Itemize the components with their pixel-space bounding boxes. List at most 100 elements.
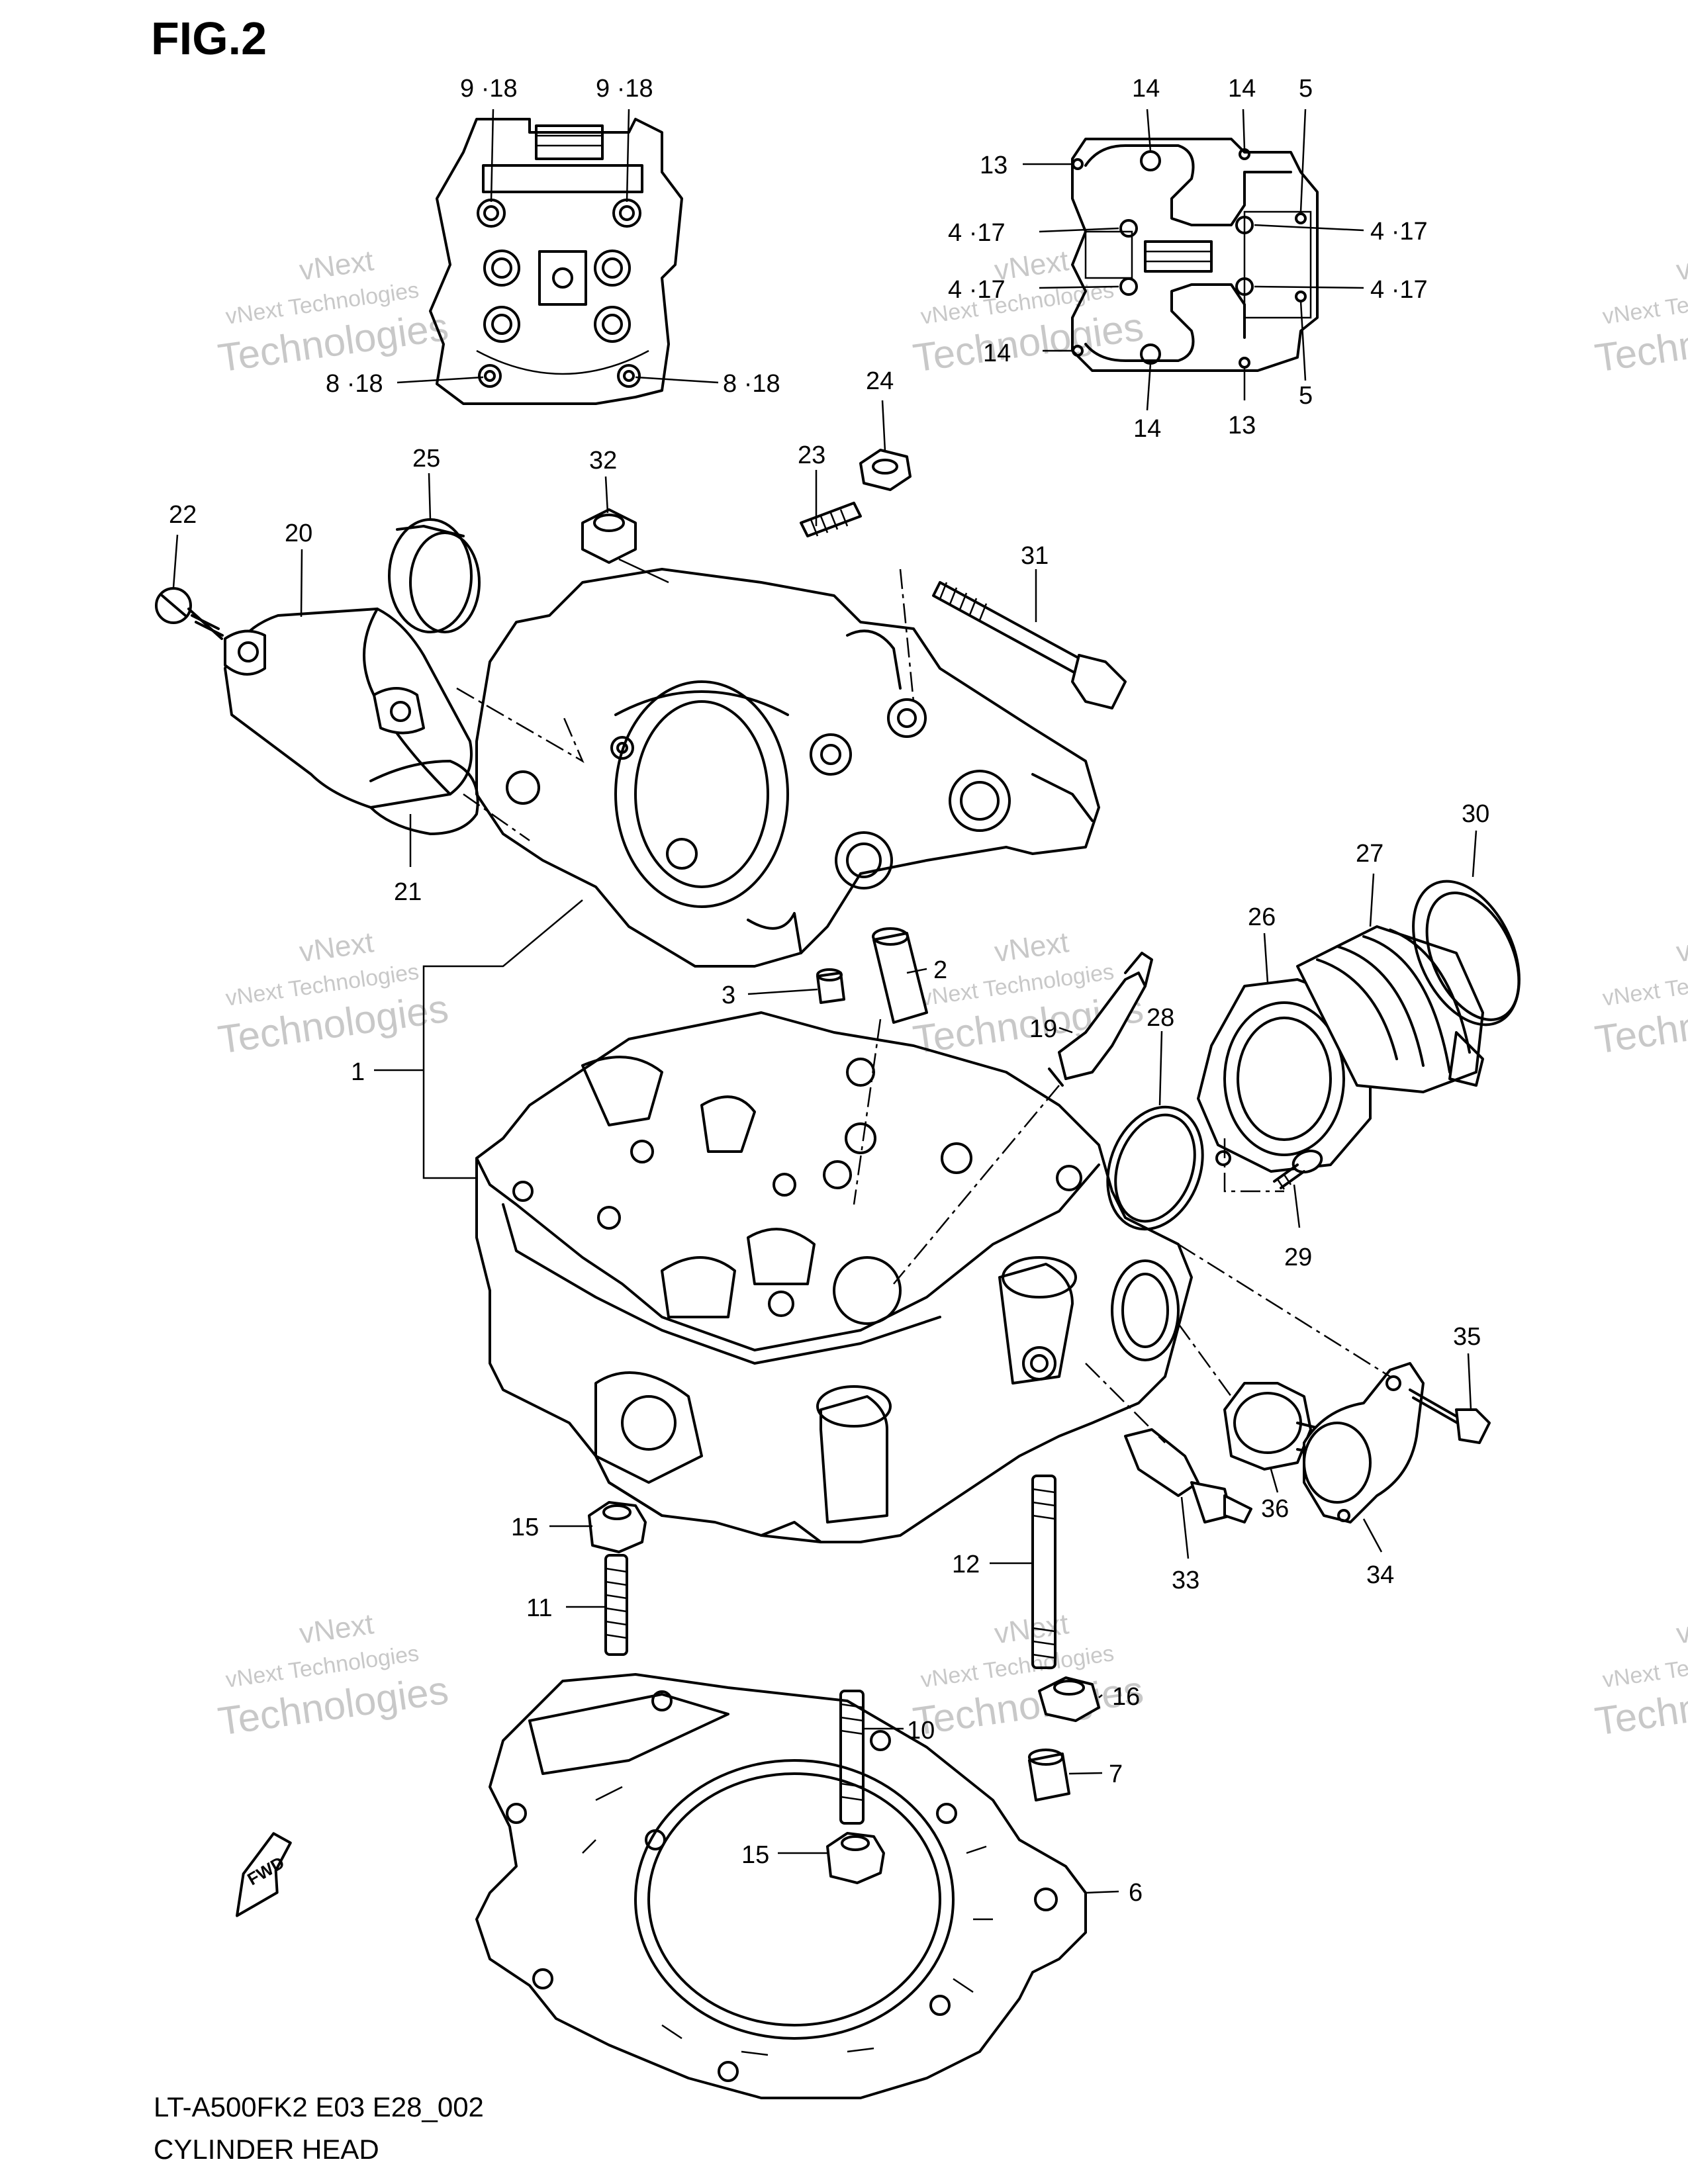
part-19-spark-plug <box>1048 952 1153 1087</box>
callout-28: 28 <box>1147 1004 1174 1032</box>
part-23-stud <box>800 502 862 537</box>
callout-27: 27 <box>1356 840 1383 868</box>
callout-4-17-d: 4 ·17 <box>1370 276 1428 304</box>
callout-8-18-b: 8 ·18 <box>723 370 780 398</box>
part-33-temp-sensor <box>1124 1428 1252 1524</box>
callout-labels: 1 2 3 4 ·17 4 ·17 4 ·17 4 ·17 5 5 6 7 8 … <box>169 75 1489 1907</box>
callout-36: 36 <box>1261 1495 1289 1523</box>
assembly-lines <box>456 569 1391 1443</box>
callout-9-18-b: 9 ·18 <box>596 75 653 103</box>
inset-bolt-pattern <box>1071 138 1319 372</box>
svg-text:vNext: vNext <box>1674 1608 1688 1650</box>
part-21-ring <box>369 760 479 835</box>
watermark: vNext vNext Technologies Technologies <box>215 244 451 380</box>
callout-32: 32 <box>589 447 617 475</box>
svg-text:vNext Technologies: vNext Technologies <box>1601 959 1688 1011</box>
callout-14-d: 14 <box>1133 415 1161 443</box>
part-36-thermostat <box>1223 1382 1325 1471</box>
svg-text:vNext: vNext <box>992 926 1070 968</box>
part-20-actuator <box>224 608 473 809</box>
figure-title: FIG.2 <box>151 13 267 64</box>
fwd-arrow-icon: FWD <box>236 1832 292 1917</box>
part-3-dowel <box>816 968 845 1004</box>
callout-16: 16 <box>1112 1683 1140 1711</box>
cylinder-head-cover <box>475 568 1100 968</box>
svg-text:vNext: vNext <box>1674 926 1688 968</box>
part-27-boot <box>1296 925 1484 1093</box>
watermark: vNext vNext Technologies Technologies <box>215 926 451 1062</box>
part-35-bolt <box>1409 1388 1491 1444</box>
callout-5-b: 5 <box>1299 382 1313 410</box>
callout-20: 20 <box>285 520 312 547</box>
callout-6: 6 <box>1129 1879 1143 1907</box>
part-22-bolt <box>155 587 224 640</box>
callout-3: 3 <box>722 981 735 1009</box>
part-16-nut <box>1038 1676 1100 1722</box>
watermark: vNext vNext Technologies Technologies <box>910 1608 1146 1743</box>
figure-caption: CYLINDER HEAD <box>154 2134 379 2165</box>
cylinder-head <box>475 1011 1193 1543</box>
callout-14-a: 14 <box>1132 75 1160 103</box>
svg-text:vNext: vNext <box>1674 244 1688 287</box>
svg-text:vNext: vNext <box>297 244 375 287</box>
part-6-head-gasket <box>475 1673 1087 2099</box>
model-code: LT-A500FK2 E03 E28_002 <box>154 2091 484 2122</box>
callout-2: 2 <box>933 956 947 984</box>
inset-head-top-view <box>429 118 683 405</box>
callout-8-18-a: 8 ·18 <box>326 370 383 398</box>
watermark: vNext vNext Technologies Technologies <box>1592 926 1688 1062</box>
part-32-nut <box>581 508 669 584</box>
callout-9-18-a: 9 ·18 <box>460 75 518 103</box>
part-30-clamp <box>1412 880 1521 1026</box>
callout-31: 31 <box>1021 542 1049 570</box>
callout-4-17-a: 4 ·17 <box>948 219 1006 247</box>
callout-11: 11 <box>526 1594 552 1622</box>
callout-19: 19 <box>1029 1015 1057 1043</box>
part-24-nut <box>859 449 912 491</box>
callout-25: 25 <box>412 445 440 473</box>
svg-text:vNext Technologies: vNext Technologies <box>1601 1641 1688 1693</box>
callout-23: 23 <box>798 441 825 469</box>
part-11-stud <box>604 1554 628 1656</box>
part-2-sleeve <box>872 927 928 1024</box>
callout-5-a: 5 <box>1299 75 1313 103</box>
part-15-nut-lower <box>826 1832 885 1884</box>
callout-22: 22 <box>169 501 197 529</box>
part-7-dowel <box>1028 1749 1070 1801</box>
callout-7: 7 <box>1109 1760 1123 1788</box>
callout-4-17-b: 4 ·17 <box>948 276 1006 304</box>
callout-13-b: 13 <box>1228 412 1256 439</box>
callout-24: 24 <box>866 367 894 395</box>
callout-33: 33 <box>1172 1567 1199 1594</box>
part-28-o-ring <box>1106 1105 1204 1231</box>
callout-13-a: 13 <box>980 152 1008 179</box>
callout-30: 30 <box>1462 800 1489 828</box>
leader-lines <box>172 109 1477 1894</box>
callout-15-a: 15 <box>511 1514 539 1541</box>
part-25-seal <box>388 518 481 633</box>
watermark: vNext vNext Technologies Technologies <box>215 1608 451 1743</box>
part-10-stud <box>839 1690 865 1825</box>
callout-29: 29 <box>1284 1244 1312 1271</box>
callout-4-17-c: 4 ·17 <box>1370 218 1428 246</box>
callout-34: 34 <box>1366 1561 1394 1589</box>
callout-26: 26 <box>1248 903 1276 931</box>
callout-12: 12 <box>952 1551 980 1578</box>
callout-15-b: 15 <box>741 1841 769 1869</box>
watermark: vNext vNext Technologies Technologies <box>1592 244 1688 380</box>
callout-21: 21 <box>394 878 422 906</box>
callout-14-b: 14 <box>1228 75 1256 103</box>
callout-35: 35 <box>1453 1323 1481 1351</box>
svg-text:vNext: vNext <box>297 1608 375 1650</box>
part-15-nut-upper <box>588 1501 647 1553</box>
part-31-bolt <box>932 581 1127 709</box>
part-29-screw <box>1273 1150 1323 1190</box>
callout-14-c: 14 <box>983 340 1011 367</box>
svg-text:vNext: vNext <box>297 926 375 968</box>
callout-1: 1 <box>351 1058 365 1086</box>
svg-text:vNext Technologies: vNext Technologies <box>1601 277 1688 330</box>
watermark: vNext vNext Technologies Technologies <box>1592 1608 1688 1743</box>
callout-10: 10 <box>907 1717 935 1745</box>
part-34-thermostat-cap <box>1303 1362 1425 1524</box>
